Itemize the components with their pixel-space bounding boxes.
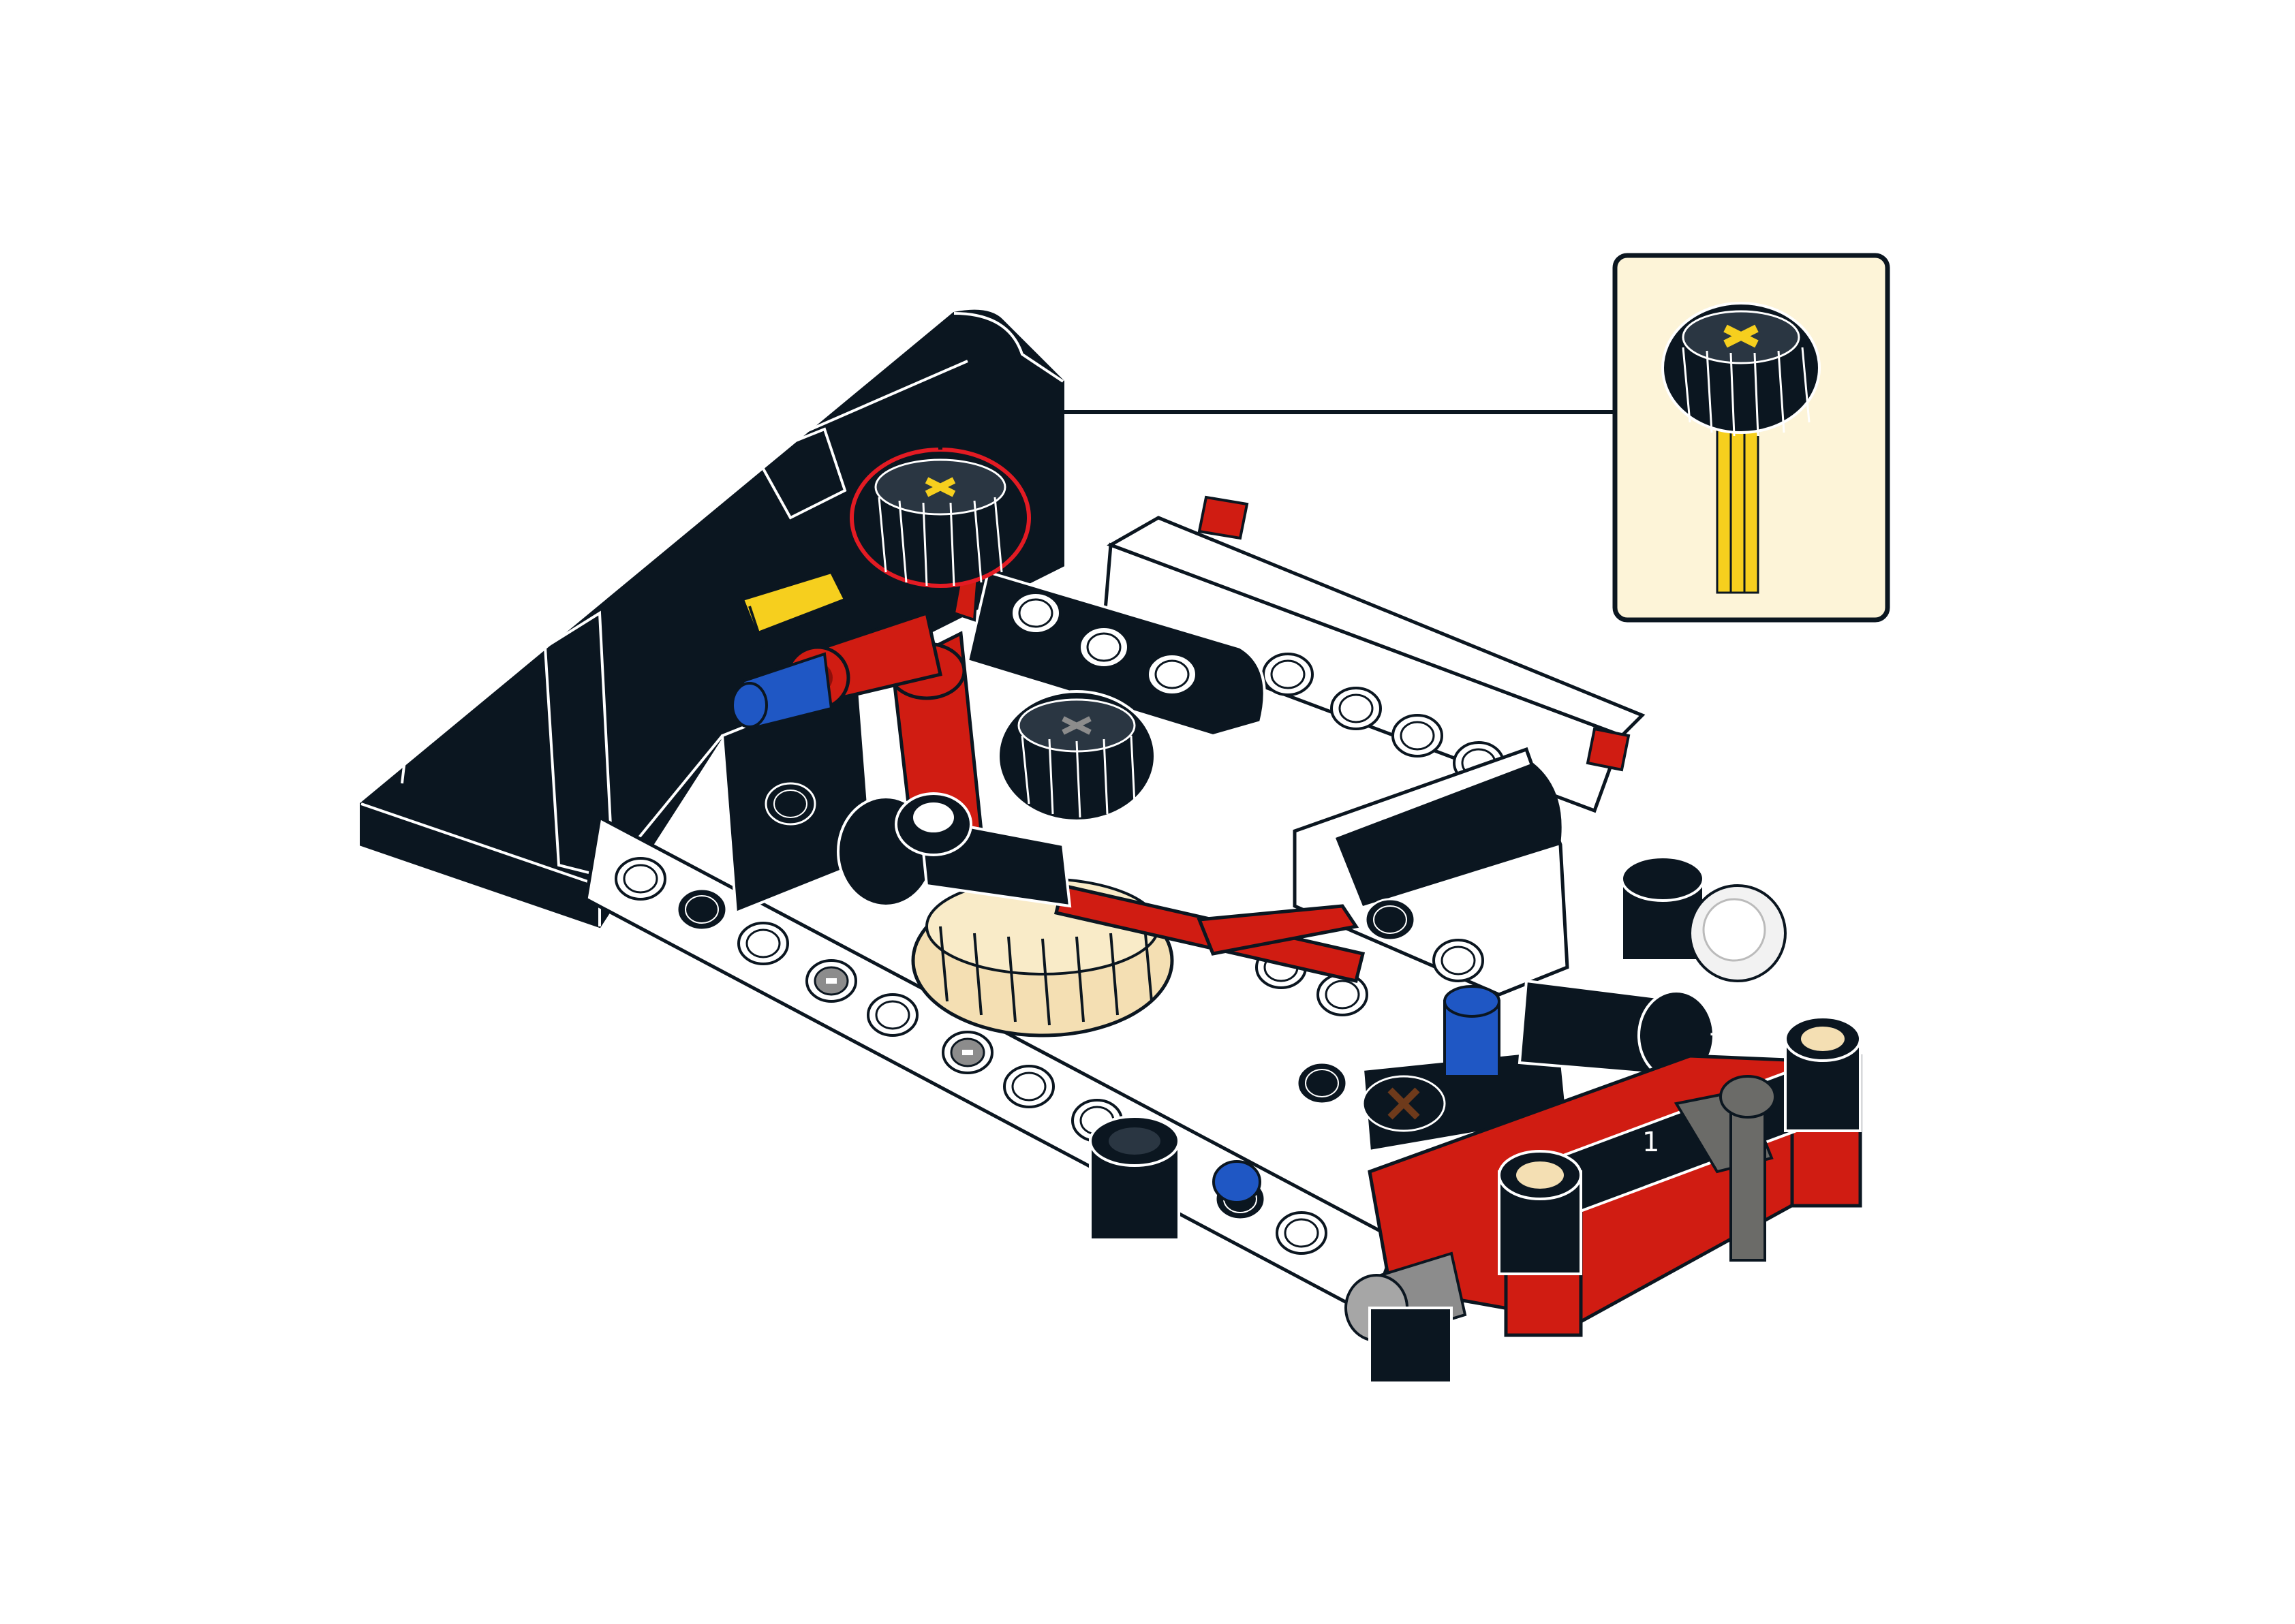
beam-hole: [765, 782, 816, 826]
beam-hole: [1276, 1211, 1327, 1255]
trans-clear-bush: [1689, 884, 1787, 982]
black-bush-front-left: [1498, 1150, 1582, 1275]
gear-12-tooth-existing: [997, 690, 1156, 822]
beam-hole: [1296, 1061, 1348, 1105]
white-liftarm-middle: [1255, 747, 1569, 1105]
beam-hole: [1316, 973, 1368, 1016]
part-callout: [1612, 253, 1890, 623]
black-bush-loose: [1089, 1115, 1180, 1241]
dark-gray-steering-link: [1674, 1075, 1776, 1262]
beam-hole: [942, 1031, 994, 1074]
gear-12-tooth-new-part: [850, 448, 1031, 588]
beam-hole: [676, 888, 728, 931]
lower-bar-marking-left: 1: [1642, 1127, 1659, 1158]
beam-hole: [1010, 591, 1062, 635]
blue-pin: [731, 652, 833, 731]
technic-model: 1 1 1: [360, 309, 1862, 1384]
beam-hole: [1262, 653, 1314, 696]
callout-axle-icon: [1716, 421, 1759, 594]
beam-hole: [805, 959, 857, 1003]
beam-hole: [615, 857, 666, 901]
black-liftarm-top: [966, 570, 1266, 738]
yellow-axle-pin: [741, 570, 847, 648]
black-axle-connector: [895, 792, 1072, 908]
beam-hole: [1364, 898, 1416, 941]
callout-pointer-line: [938, 410, 1615, 450]
blue-pin-beam: [1212, 1160, 1261, 1204]
black-bush-front-right: [1784, 1016, 1862, 1132]
callout-gear-icon: [1661, 302, 1821, 437]
beam-hole: [1146, 653, 1198, 696]
connector-marking-right: 1: [1707, 1008, 1726, 1043]
beam-hole: [1391, 714, 1443, 758]
black-bush-top: [1620, 856, 1705, 962]
blue-pin-front: [1443, 985, 1500, 1078]
front-assembly: 1 1 1: [1344, 856, 1862, 1384]
beam-hole: [867, 993, 919, 1037]
beam-hole: [1003, 1065, 1055, 1108]
beam-hole: [1330, 687, 1382, 730]
black-bush-bottom: [1368, 1307, 1453, 1384]
beam-hole: [737, 922, 789, 965]
beam-hole: [1078, 625, 1130, 669]
beam-hole: [1432, 939, 1484, 982]
